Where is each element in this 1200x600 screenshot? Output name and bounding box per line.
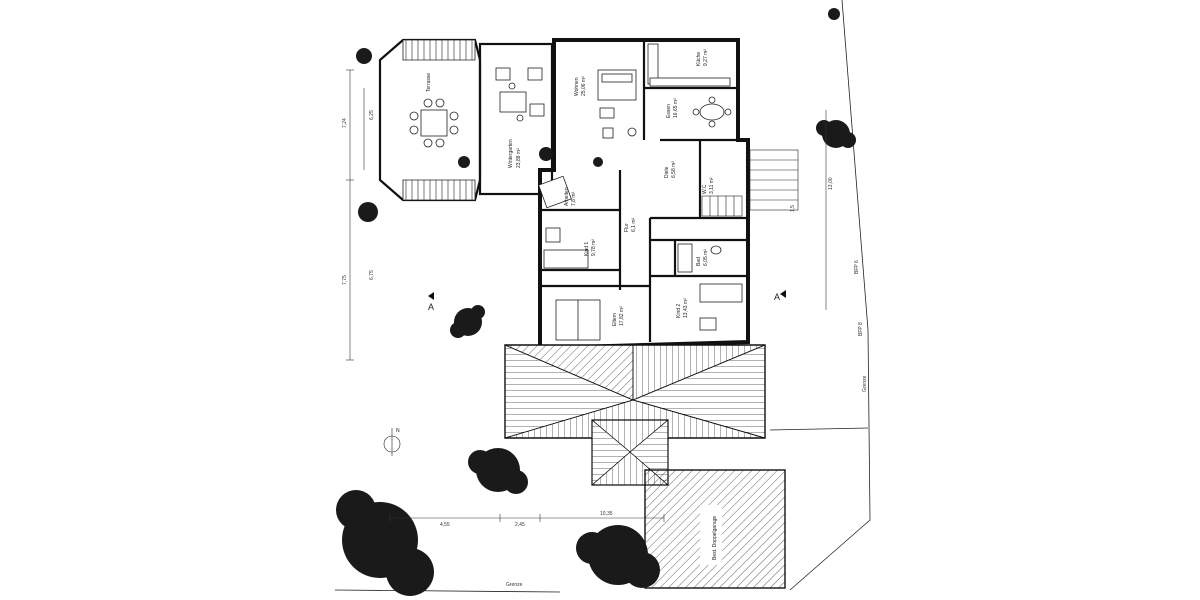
- inner-stairs: [701, 195, 743, 217]
- wc-area: 3,11 m²: [709, 177, 715, 194]
- property-boundary: [789, 0, 871, 591]
- diele-area: 6,58 m²: [671, 161, 677, 178]
- diele-label: Diele: [664, 166, 670, 178]
- grenze-bottom: Grenze: [506, 582, 523, 588]
- wintergarten-label: Wintergarten: [508, 139, 514, 168]
- kueche-area: 9,27 m²: [703, 49, 709, 66]
- tree: [816, 120, 856, 148]
- svg-text:A: A: [428, 302, 434, 312]
- tree: [468, 448, 528, 494]
- property-boundary-bottom: [334, 589, 561, 593]
- north-arrow: N: [383, 428, 401, 456]
- tree-small: [356, 8, 840, 222]
- dim-label: 7,75: [342, 275, 348, 285]
- section-marker-left: A: [428, 292, 434, 312]
- boundary-line: [769, 427, 869, 431]
- terrace-table: [420, 109, 448, 137]
- kind1-bed: [543, 249, 589, 269]
- dim-label: 10,35: [600, 511, 613, 517]
- dim-label: 7,24: [342, 118, 348, 128]
- eltern-label: Eltern: [612, 313, 618, 326]
- terrace: Terrasse: [378, 38, 482, 202]
- arbeiten-label: Arbeiten: [564, 187, 570, 206]
- kind2-area: 13,43 m²: [683, 298, 689, 318]
- boundary-mark: BFP 8: [858, 322, 864, 336]
- flur-area: 6,1 m²: [631, 217, 637, 232]
- interior-walls: [540, 40, 748, 342]
- grenze-right: Grenze: [862, 375, 868, 392]
- kind1-label: Kind 1: [584, 242, 590, 256]
- dim-label: 6,25: [369, 110, 375, 120]
- terrace-label: Terrasse: [426, 73, 432, 92]
- boundary-mark: BFP 6: [854, 260, 860, 274]
- bad-area: 6,05 m²: [703, 249, 709, 266]
- dim-label: 6,75: [369, 270, 375, 280]
- exterior-walls: [538, 38, 750, 351]
- wohnen-label: Wohnen: [574, 77, 580, 96]
- kind2-label: Kind 2: [676, 304, 682, 318]
- arbeiten-area: 7,8 m²: [571, 191, 577, 206]
- wc-label: W.C: [702, 184, 708, 194]
- kind1-area: 9,78 m²: [591, 239, 597, 256]
- dimension-lines: [346, 69, 827, 522]
- tree: [576, 525, 660, 588]
- dining-table: [699, 103, 725, 121]
- svg-text:A: A: [774, 292, 780, 302]
- entrance-stairs: [749, 149, 799, 211]
- wintergarten-area: 23,88 m²: [516, 148, 522, 168]
- desk: [538, 175, 572, 209]
- main-roof: [504, 344, 766, 439]
- eltern-area: 17,82 m²: [619, 306, 625, 326]
- north-arrow-label: N: [396, 428, 400, 434]
- tree: [336, 490, 434, 596]
- stair-label: 1,5: [790, 205, 796, 212]
- wohnen-area: 25,06 m²: [581, 76, 587, 96]
- dim-label: 2,45: [515, 522, 525, 528]
- bad-label: Bad: [696, 257, 702, 266]
- garage: Best. Doppelgarage: [644, 469, 786, 589]
- essen-label: Essen: [666, 104, 672, 118]
- essen-area: 16,65 m²: [673, 98, 679, 118]
- flur-label: Flur: [624, 223, 630, 232]
- garage-label: Best. Doppelgarage: [712, 516, 718, 560]
- kind2-bed: [699, 283, 743, 303]
- dim-label: 13,00: [828, 177, 834, 190]
- section-marker-right: A: [774, 290, 786, 302]
- dim-label: 4,55: [440, 522, 450, 528]
- tree: [450, 305, 485, 338]
- kueche-label: Küche: [696, 52, 702, 66]
- entrance-roof: [591, 419, 669, 486]
